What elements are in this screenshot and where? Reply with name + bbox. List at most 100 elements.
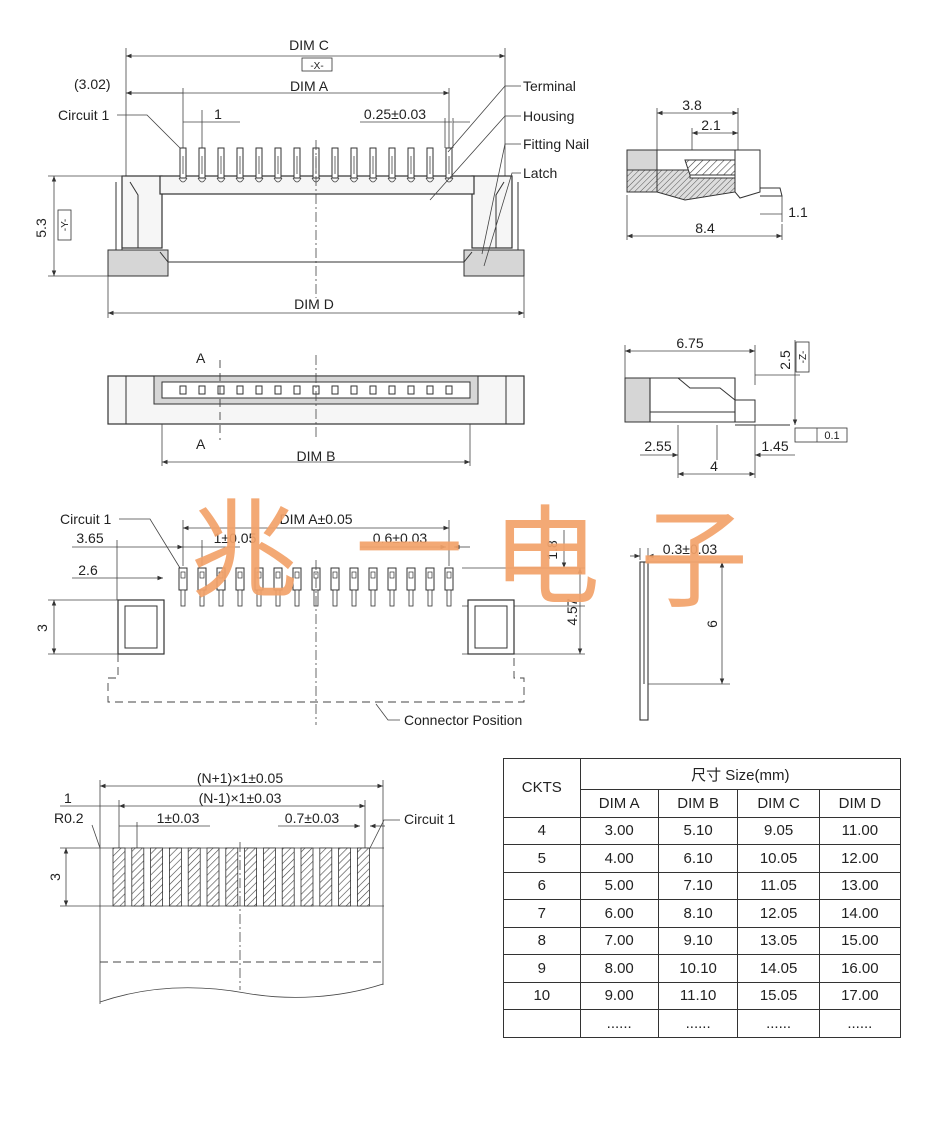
offset-label: (3.02) xyxy=(74,76,111,92)
side-d2: 2.1 xyxy=(701,117,721,133)
size-cell: 17.00 xyxy=(818,981,902,1010)
pcb-d365: 3.65 xyxy=(76,530,103,546)
fpc-circuit1: Circuit 1 xyxy=(404,811,456,827)
pcb-pad-lead xyxy=(427,589,433,607)
terminal-foot xyxy=(387,177,397,183)
fpc-finger xyxy=(168,847,182,907)
pitch-label: 1 xyxy=(214,106,222,122)
terminal-foot xyxy=(330,177,340,183)
front-pin xyxy=(255,385,263,395)
watermark: 兆 一 电 子 xyxy=(190,489,748,624)
pcb-d26: 2.6 xyxy=(78,562,98,578)
col-dim-d: DIM D xyxy=(818,789,902,818)
size-cell: 5.10 xyxy=(657,816,739,845)
pcb-pad-lead xyxy=(370,589,376,607)
size-table: CKTS 尺寸 Size(mm) DIM A DIM B DIM C DIM D… xyxy=(503,758,902,1038)
size-cell: 11.00 xyxy=(818,816,902,845)
pcb-dim-a: DIM A±0.05 xyxy=(279,511,352,527)
size-cell: 11.05 xyxy=(737,871,820,900)
callout-terminal: Terminal xyxy=(523,78,576,94)
end-height: 2.5 xyxy=(777,350,793,370)
front-pin xyxy=(331,385,339,395)
pcb-pad-lead xyxy=(180,589,186,607)
side-d3: 1.1 xyxy=(788,204,808,220)
size-cell: 5.00 xyxy=(579,871,659,900)
col-dim-a: DIM A xyxy=(579,789,659,818)
pcb-pad-window xyxy=(370,571,376,579)
front-pin xyxy=(369,385,377,395)
fpc-finger xyxy=(244,847,258,907)
ckts-cell: 10 xyxy=(503,981,581,1010)
pcb-pad-lead xyxy=(408,589,414,607)
pcb-d3: 3 xyxy=(34,624,50,632)
terminal-foot xyxy=(197,177,207,183)
watermark-char-4: 子 xyxy=(640,499,748,624)
watermark-char-2: 一 xyxy=(355,489,463,614)
size-cell: 9.00 xyxy=(579,981,659,1010)
pcb-pad-window xyxy=(199,571,205,579)
pcb-pad-lead xyxy=(237,589,243,607)
height-label: 5.3 xyxy=(33,218,49,238)
fpc-finger xyxy=(300,847,314,907)
pcb-pad-window xyxy=(256,571,262,579)
fpc-finger xyxy=(206,847,220,907)
front-pin xyxy=(217,385,225,395)
fpc-finger-width: 0.7±0.03 xyxy=(285,810,340,826)
pcb-pad-lead xyxy=(199,589,205,607)
fpc-finger xyxy=(131,847,145,907)
fpc-finger xyxy=(225,847,239,907)
size-cell: 16.00 xyxy=(818,954,902,983)
fpc-finger xyxy=(356,847,370,907)
fpc-finger xyxy=(187,847,201,907)
pcb-pad-lead xyxy=(446,589,452,607)
y-datum: -Y- xyxy=(60,219,71,231)
pcb-pad-lead xyxy=(389,589,395,607)
col-dim-c: DIM C xyxy=(737,789,820,818)
size-cell: 13.00 xyxy=(818,871,902,900)
size-cell: 7.00 xyxy=(579,926,659,955)
dim-c-label: DIM C xyxy=(289,37,329,53)
pcb-d457: 4.57 xyxy=(564,598,580,625)
size-cell: 15.00 xyxy=(818,926,902,955)
ckts-cell: 6 xyxy=(503,871,581,900)
terminal-foot xyxy=(406,177,416,183)
fpc-side: 0.3±0.03 6 xyxy=(630,541,730,721)
front-pins xyxy=(179,385,453,395)
front-pin xyxy=(179,385,187,395)
terminal-foot xyxy=(178,177,188,183)
size-cell: 15.05 xyxy=(737,981,820,1010)
size-cell: 10.05 xyxy=(737,844,820,873)
fpc-span: (N-1)×1±0.03 xyxy=(199,790,282,806)
col-dim-b: DIM B xyxy=(657,789,739,818)
size-cell: 14.00 xyxy=(818,899,902,928)
terminal-foot xyxy=(444,177,454,183)
front-pin xyxy=(236,385,244,395)
side-view: 3.8 2.1 1.1 8.4 xyxy=(626,97,808,240)
fpc-radius: R0.2 xyxy=(54,810,84,826)
terminal-foot xyxy=(216,177,226,183)
end-view: 6.75 2.5 -Z- 0.1 2.55 4 1.45 xyxy=(624,335,848,478)
front-pin xyxy=(426,385,434,395)
size-cell: 8.00 xyxy=(579,954,659,983)
size-cell: 10.10 xyxy=(657,954,739,983)
pcb-pad-window xyxy=(332,571,338,579)
end-d1: 2.55 xyxy=(644,438,671,454)
fpc-finger xyxy=(319,847,333,907)
dim-a-label: DIM A xyxy=(290,78,329,94)
fpc-edge: 1 xyxy=(64,790,72,806)
fpc-finger xyxy=(281,847,295,907)
ckts-cell: 9 xyxy=(503,954,581,983)
z-datum: -Z- xyxy=(798,351,809,364)
pcb-pad-lead xyxy=(218,589,224,607)
terminal-foot xyxy=(368,177,378,183)
fpc-pitch: 1±0.03 xyxy=(157,810,200,826)
pcb-pad-window xyxy=(389,571,395,579)
pcb-pitch: 1±0.05 xyxy=(214,530,257,546)
